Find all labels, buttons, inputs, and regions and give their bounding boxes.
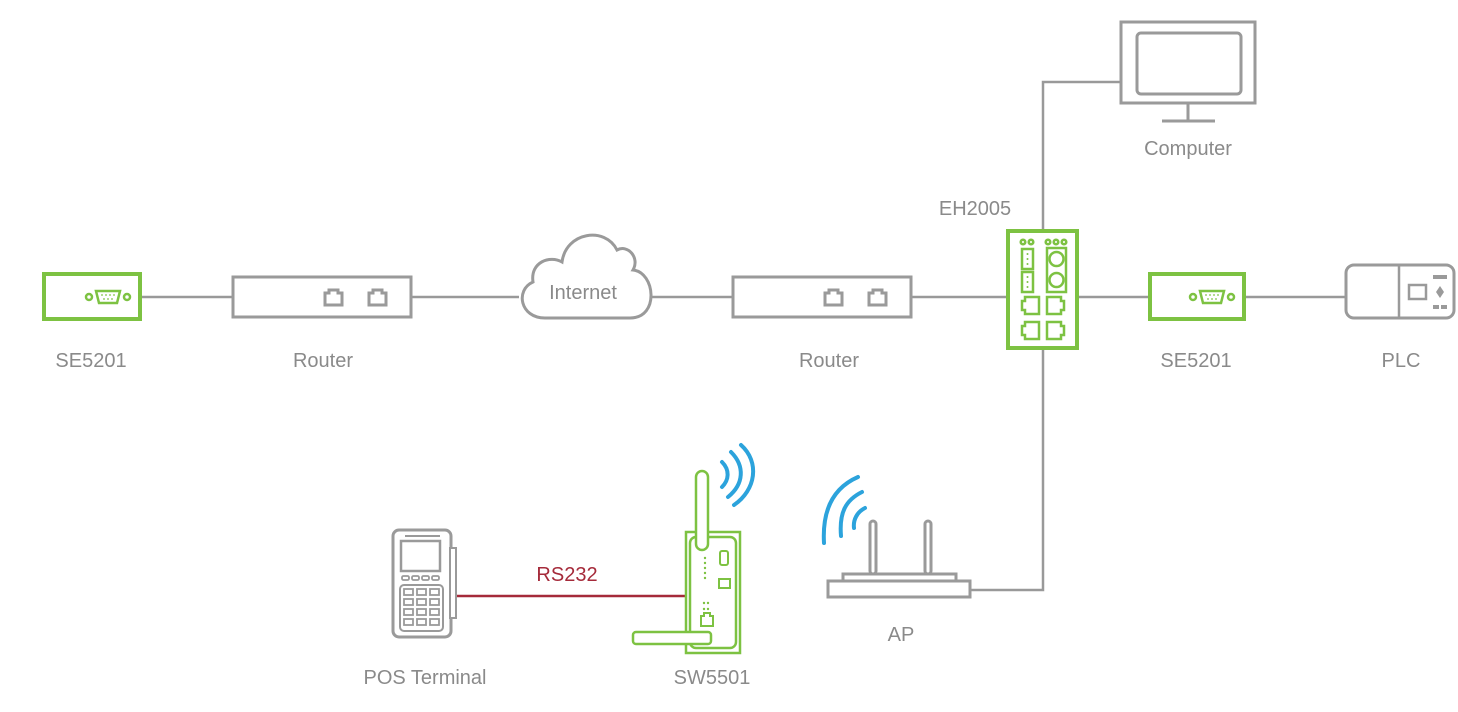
- router-left-label: Router: [293, 350, 353, 372]
- connections: [141, 80, 1346, 598]
- router-right-label: Router: [799, 350, 859, 372]
- pos-buttons-icon: [401, 575, 440, 581]
- sw5501-device[interactable]: [631, 469, 742, 655]
- db9-serial-port-icon: [84, 289, 132, 305]
- usb-port-icon: [719, 550, 729, 566]
- internet-label: Internet: [549, 282, 617, 304]
- sw5501-label: SW5501: [674, 667, 751, 689]
- plc-label: PLC: [1382, 350, 1421, 372]
- led-indicator-icon: [702, 556, 710, 611]
- internet-cloud-icon[interactable]: [520, 233, 653, 320]
- terminal-block-icon: [1020, 247, 1035, 294]
- computer-device[interactable]: [1119, 20, 1257, 123]
- eh2005-label: EH2005: [939, 198, 1011, 220]
- se5201-left-device[interactable]: [42, 272, 142, 321]
- se5201-left-label: SE5201: [55, 350, 126, 372]
- se5201-right-device[interactable]: [1148, 272, 1246, 321]
- ethernet-port-icon: [700, 612, 714, 627]
- ethernet-port-icon: [323, 288, 388, 307]
- button-icon: [718, 578, 731, 589]
- pos-terminal-device[interactable]: [391, 528, 457, 639]
- monitor-icon: [1119, 20, 1257, 123]
- router-left-device[interactable]: [231, 275, 413, 319]
- ethernet-port-icon: [1020, 295, 1066, 341]
- keypad-icon: [399, 584, 444, 632]
- eh2005-device[interactable]: [1006, 229, 1079, 350]
- antenna-icon: [868, 519, 933, 576]
- ethernet-port-icon: [823, 288, 888, 307]
- computer-label: Computer: [1144, 138, 1232, 160]
- se5201-right-label: SE5201: [1160, 350, 1231, 372]
- wifi-signal-icon: [821, 475, 867, 545]
- plc-device[interactable]: [1344, 263, 1456, 320]
- router-right-device[interactable]: [731, 275, 913, 319]
- link-eh2005-computer: [1041, 80, 1120, 230]
- link-eh2005-ap: [970, 349, 1045, 592]
- wifi-signal-icon: [720, 443, 756, 507]
- db9-serial-port-icon: [1188, 289, 1236, 305]
- fiber-port-icon: [1045, 246, 1068, 294]
- pos-terminal-label: POS Terminal: [363, 667, 486, 689]
- ap-device[interactable]: [826, 519, 972, 599]
- antenna-icon: [631, 469, 713, 646]
- led-indicator-icon: [1019, 238, 1068, 246]
- ap-label: AP: [888, 624, 915, 646]
- rs232-link-label: RS232: [536, 564, 597, 586]
- plc-display-icon: [1407, 275, 1447, 309]
